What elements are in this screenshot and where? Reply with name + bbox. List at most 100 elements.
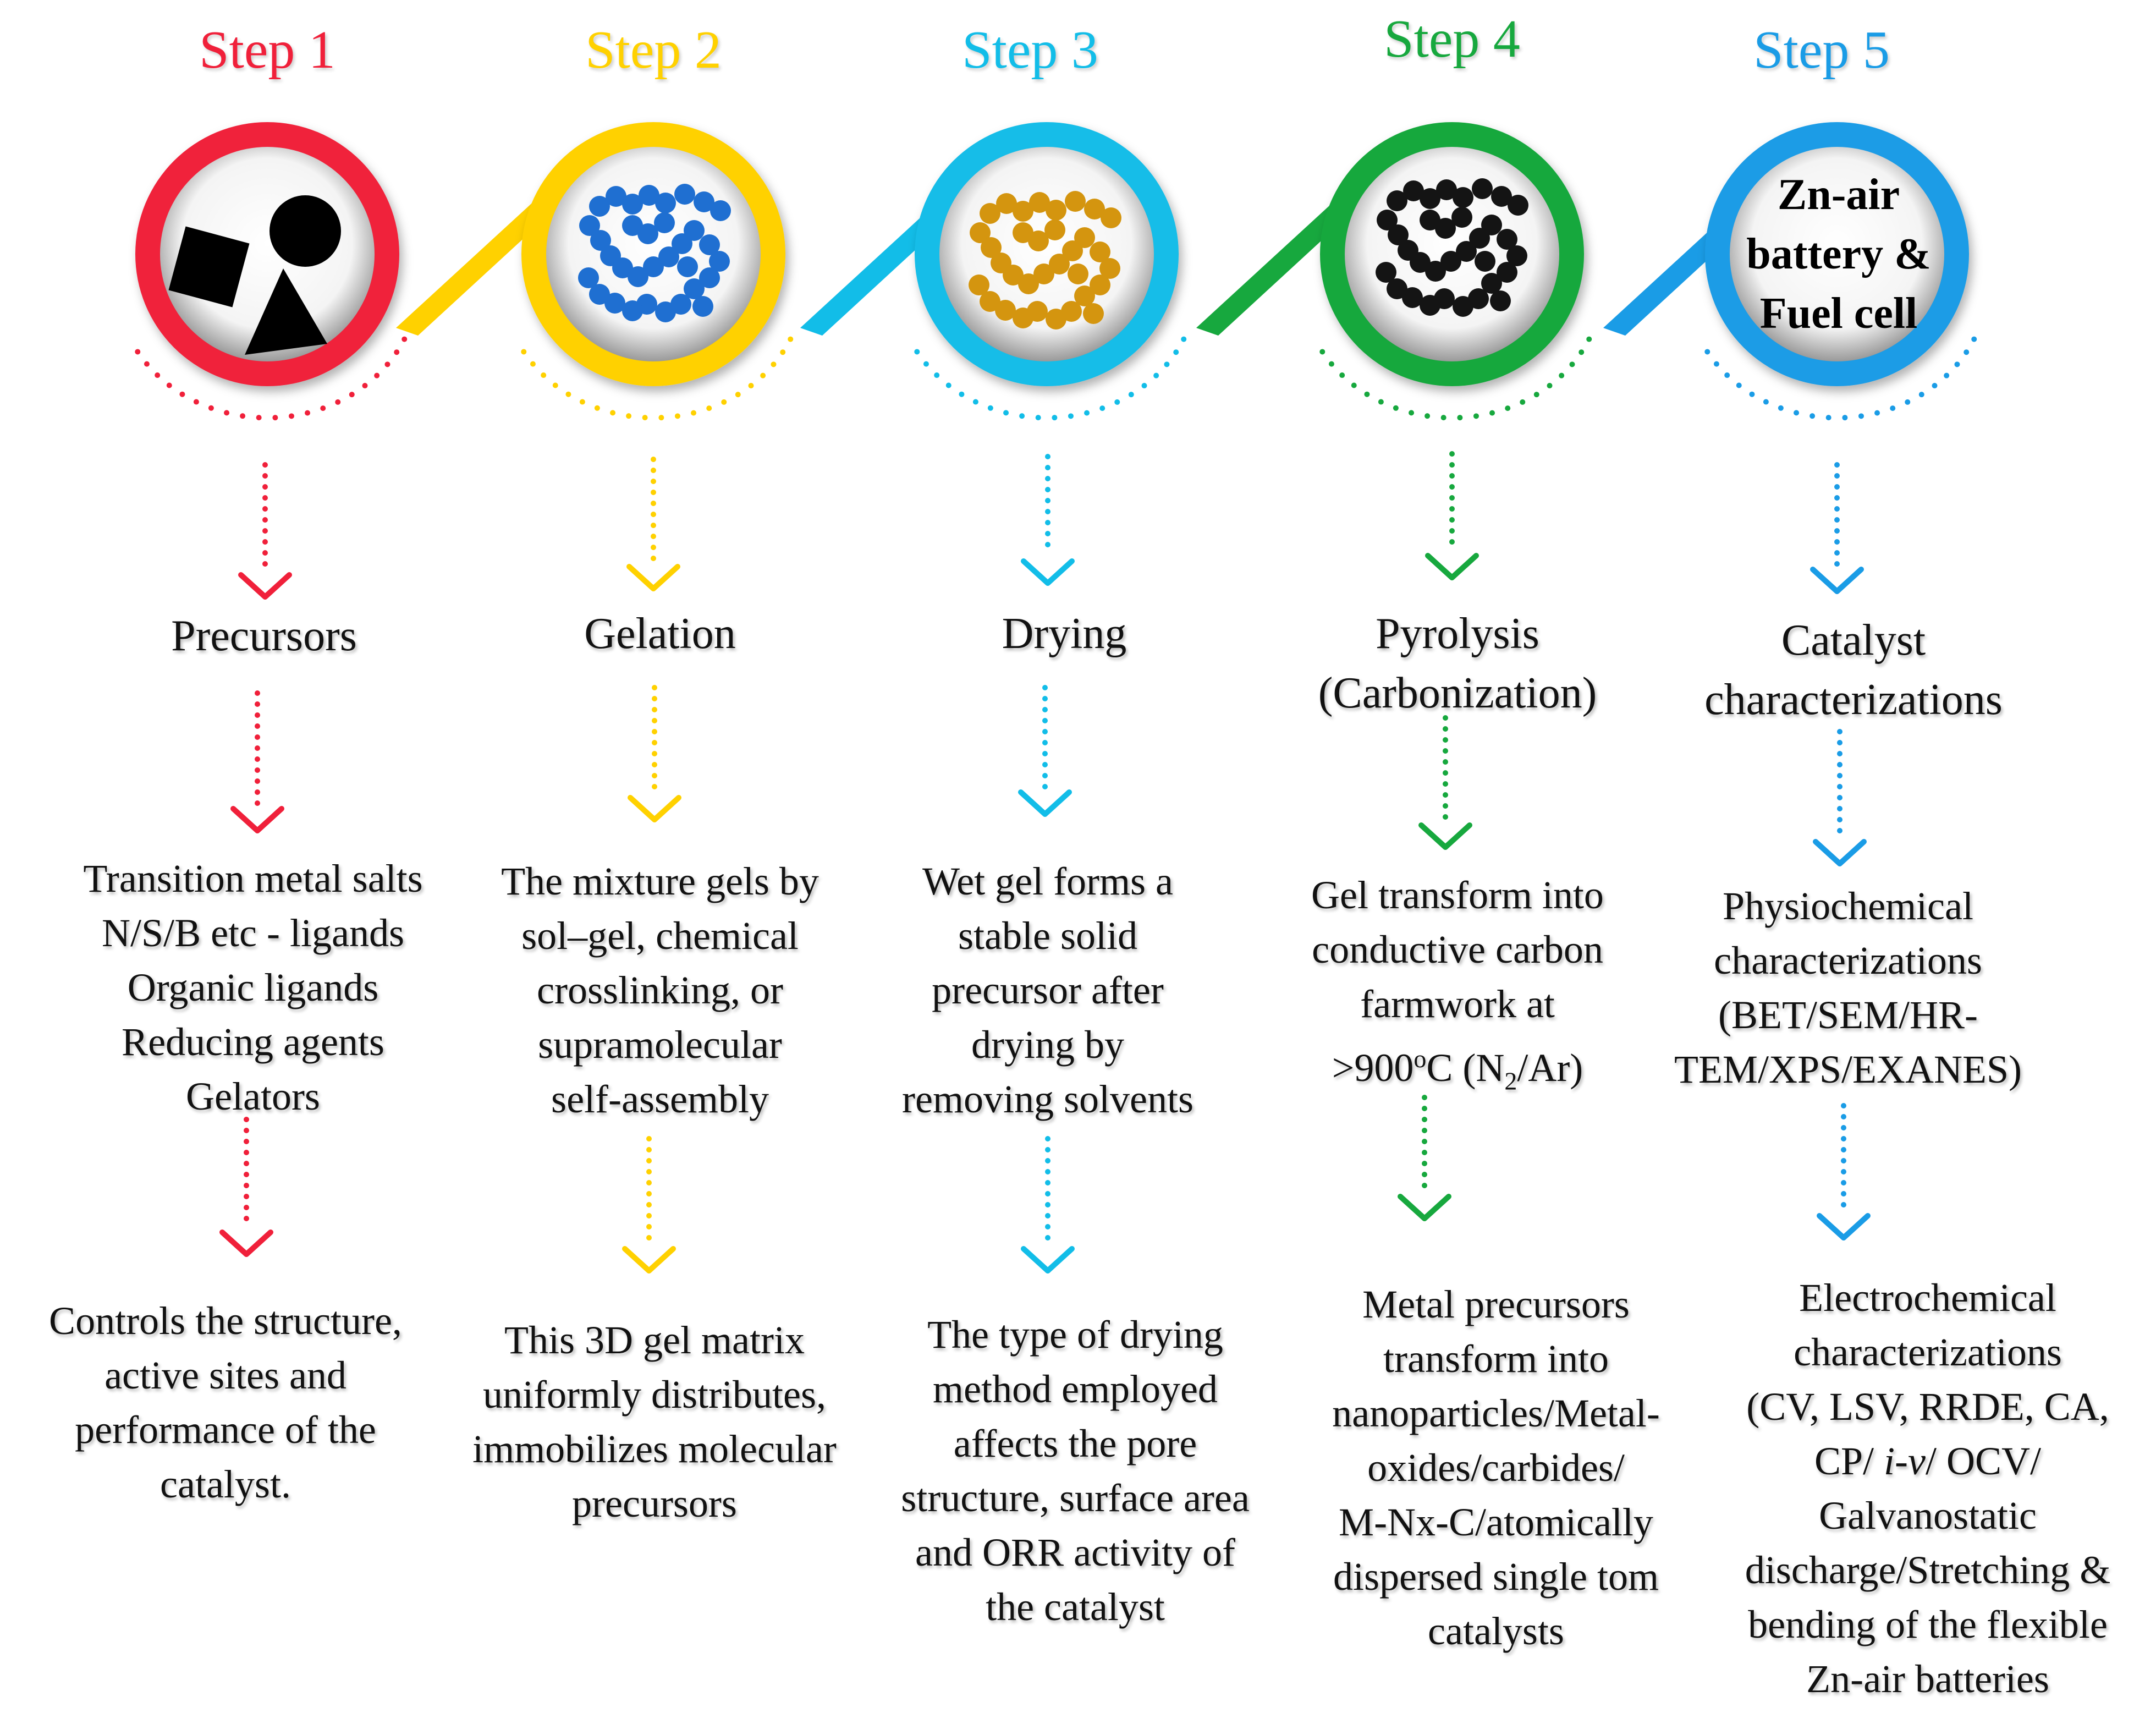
dot [255,789,260,795]
detail-line: crosslinking, or [537,968,783,1012]
dot [1443,726,1448,732]
outcome-line: (CV, LSV, RRDE, CA, [1746,1385,2109,1429]
detail-line: characterizations [1714,938,1982,983]
molecule-bead [1013,222,1033,243]
step-4-outcome: Metal precursors transform into nanopart… [1287,1277,1705,1659]
dot [1443,814,1448,820]
detail-line: removing solvents [902,1077,1194,1121]
outcome-line: oxides/carbides/ [1367,1446,1625,1490]
dot [651,479,656,484]
dot [652,773,657,778]
molecule-bead [1049,254,1070,275]
dot [1052,415,1058,421]
outcome-line: The type of drying [927,1313,1223,1357]
step-5-device-label: Zn-air battery & Fuel cell [1723,165,1954,343]
dot [1042,784,1048,789]
dot [646,1169,652,1174]
dot [1045,520,1050,525]
dot [646,1147,652,1152]
molecule-bead [1065,191,1086,212]
dot [1837,729,1843,734]
dot [1422,1095,1427,1100]
molecule-bead [1074,286,1095,306]
step-3-details: Wet gel forms a stable solid precursor a… [844,854,1251,1127]
molecule-bead [1403,180,1424,201]
dot [646,1136,652,1141]
dot [1042,696,1048,701]
dot [244,1128,249,1133]
dot [1890,405,1896,411]
dot [1449,517,1455,523]
dot [1339,372,1345,378]
dot [1713,361,1719,367]
step-3-outcome: The type of drying method employed affec… [866,1308,1284,1634]
molecule-bead [684,278,705,299]
temp-degree: o [1414,1045,1427,1073]
dot [760,372,766,378]
step-3-title: Step 3 [962,20,1098,80]
dot [1449,495,1455,501]
dot [651,523,656,528]
step-4-details: Gel transform into conductive carbon far… [1260,868,1656,1108]
dot [1045,465,1050,470]
arrow-down-icon [1021,558,1075,586]
outcome-mixed-line: CP/ i-v/ OCV/ [1700,1434,2156,1489]
arrow-down-icon [1418,822,1472,850]
dot [1841,1158,1846,1163]
dot [1834,550,1840,556]
step-4-stage-name: Pyrolysis (Carbonization) [1232,604,1683,723]
dot [594,405,600,411]
step-5-title: Step 5 [1753,20,1890,80]
dot [1042,718,1048,723]
dot [652,685,657,690]
molecule-bead [1490,290,1511,311]
outcome-line: method employed [933,1367,1218,1411]
dot [1834,561,1840,567]
dot [208,405,214,411]
dot [1042,773,1048,778]
dot [1905,399,1911,405]
molecule-bead [1387,278,1407,299]
dot [255,734,260,740]
stage-line: (Carbonization) [1318,669,1597,717]
molecule-bead [1101,207,1121,228]
dot [1425,413,1431,419]
detail-line: Reducing agents [122,1020,384,1064]
molecule-bead [578,267,599,288]
dot [610,410,616,416]
arrow-down-icon [1817,1213,1871,1241]
dot [1971,336,1977,342]
dot [1045,498,1050,503]
dot [1422,1161,1427,1166]
dot [771,361,777,367]
dot [1449,473,1455,479]
arrow-down-icon [1021,1246,1075,1274]
molecule-bead [1508,195,1528,216]
dot [1099,405,1106,411]
molecule-bead [1376,262,1396,283]
molecule-bead [1388,224,1409,245]
molecule-bead [699,267,720,288]
dot [262,473,268,479]
molecule-bead [1497,262,1517,283]
dot [244,1194,249,1199]
detail-line: Gel transform into [1311,873,1604,917]
dot [642,415,648,421]
outcome-line: immobilizes molecular [472,1427,837,1471]
dot [1837,806,1843,811]
outcome-line: affects the pore [953,1421,1197,1465]
dot [1489,410,1495,416]
dot [651,501,656,506]
dot [244,1216,249,1221]
molecule-bead [1453,187,1473,208]
dot [193,399,199,405]
molecule-bead [658,246,679,267]
step-1-title: Step 1 [199,20,336,80]
dot [262,561,268,567]
molecule-bead [637,223,658,244]
dot [735,392,741,398]
molecule-bead [655,301,676,322]
detail-line: N/S/B etc - ligands [102,911,404,955]
dot [262,528,268,534]
stage-line: Pyrolysis [1376,610,1539,658]
